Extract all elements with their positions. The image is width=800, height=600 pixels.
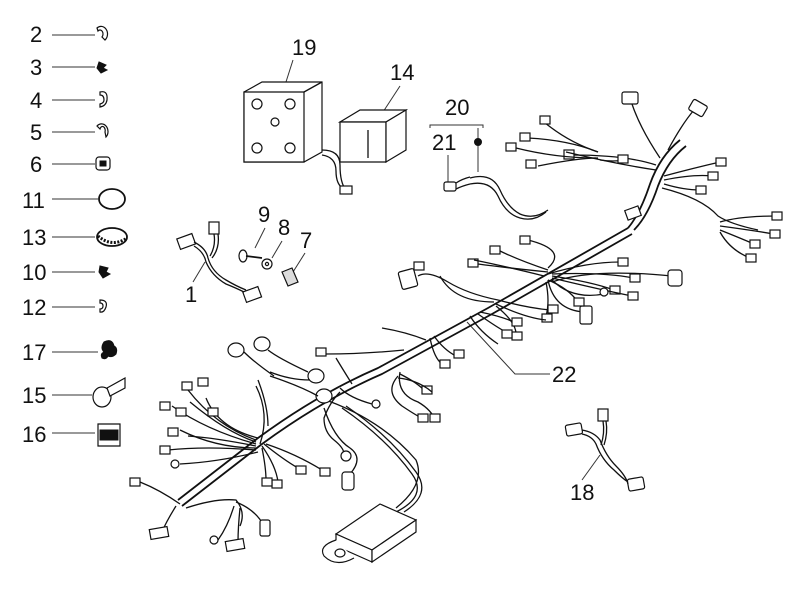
holder-16 [97,423,121,447]
clip-5 [96,123,109,139]
callout-8: 8 [278,215,290,240]
callout-1: 1 [185,282,197,307]
callout-19: 19 [292,35,316,60]
callout-10: 10 [22,260,46,285]
callout-17: 17 [22,340,46,365]
adapter-harness-1: 1 [176,221,263,307]
callout-3: 3 [30,55,42,80]
relay-14: 14 [337,60,414,164]
fasteners: 9 8 7 [238,202,312,287]
callout-15: 15 [22,383,46,408]
clip-4 [99,91,108,108]
sensor-lead-20 [469,175,549,220]
y-harness-18: 18 [564,408,646,505]
callout-18: 18 [570,480,594,505]
callout-16: 16 [22,422,46,447]
callout-14: 14 [390,60,414,85]
callout-5: 5 [30,120,42,145]
cable-tie-13 [96,227,128,247]
callout-20: 20 [445,95,469,120]
clip-2 [96,25,109,41]
cable-tie-11 [98,188,126,210]
sensor-group-20-21: 20 21 [429,95,549,220]
clip-10 [98,265,112,279]
callout-2: 2 [30,22,42,47]
main-harness-22: 22 [129,91,783,564]
ecu-module [321,503,418,564]
control-unit-19: 19 [243,35,353,195]
callout-22: 22 [552,362,576,387]
callout-12: 12 [22,295,46,320]
screw-9 [238,249,263,263]
callout-7: 7 [300,228,312,253]
clip-12 [99,299,107,313]
callout-9: 9 [258,202,270,227]
clip-17 [100,340,118,360]
clip-3 [96,61,109,74]
p-clamp-15 [92,376,126,408]
callout-11: 11 [22,188,45,213]
part-list-column: 2 3 4 5 6 11 13 10 12 17 1 [22,22,128,447]
nut-clip-7 [281,267,299,287]
callout-13: 13 [22,225,46,250]
callout-4: 4 [30,88,42,113]
temperature-sensor-21 [443,176,471,192]
callout-6: 6 [30,152,42,177]
callout-21: 21 [432,130,456,155]
